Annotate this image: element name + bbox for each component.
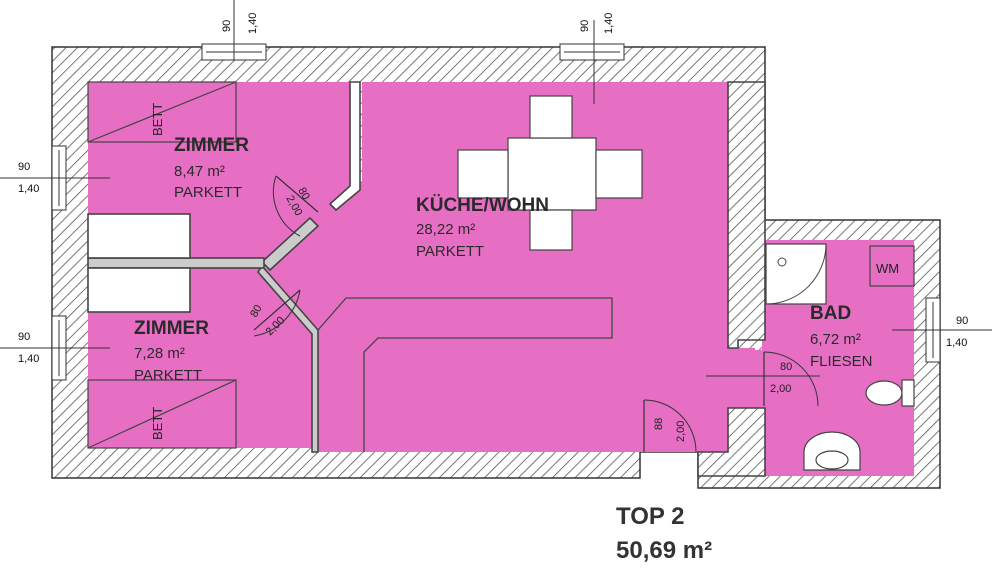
room-name-kueche-wohn: KÜCHE/WOHN xyxy=(416,195,549,216)
total-area: 50,69 m² xyxy=(616,537,712,564)
window-left-upper: 90 1,40 xyxy=(0,145,110,211)
door-bad: 80 2,00 xyxy=(706,351,820,407)
window-right-bad-height: 1,40 xyxy=(946,337,967,349)
shower xyxy=(765,243,827,305)
room-name-bad: BAD xyxy=(810,303,851,324)
bed-upper xyxy=(87,81,237,143)
bed-upper-label: BETT xyxy=(150,103,165,136)
room-floor-zimmer-lower: PARKETT xyxy=(134,367,202,384)
label-zimmer-upper: ZIMMER 8,47 m² PARKETT xyxy=(174,135,249,201)
window-top-left: 90 1,40 xyxy=(201,0,267,61)
room-area-zimmer-upper: 8,47 m² xyxy=(174,163,225,180)
washing-machine xyxy=(869,245,915,287)
label-zimmer-lower: ZIMMER 7,28 m² PARKETT xyxy=(134,318,209,384)
window-left-lower: 90 1,40 xyxy=(0,315,110,381)
door-bad-width: 80 xyxy=(780,361,792,373)
window-top-right-height: 1,40 xyxy=(603,13,615,34)
toilet xyxy=(865,379,915,407)
window-left-upper-width: 90 xyxy=(18,161,30,173)
interior-walls xyxy=(87,81,766,477)
door-entrance: 88 2,00 xyxy=(643,399,697,453)
window-left-lower-width: 90 xyxy=(18,331,30,343)
label-bad: BAD 6,72 m² FLIESEN xyxy=(810,303,873,370)
door-bad-height: 2,00 xyxy=(770,383,791,395)
window-right-bad-width: 90 xyxy=(956,315,968,327)
dining-table xyxy=(457,95,643,251)
bed-lower xyxy=(87,379,237,449)
window-left-upper-height: 1,40 xyxy=(18,183,39,195)
window-right-bad: 90 1,40 xyxy=(892,297,992,363)
window-top-left-height: 1,40 xyxy=(247,13,259,34)
room-floor-bad: FLIESEN xyxy=(810,353,873,370)
door-entrance-height: 2,00 xyxy=(675,421,687,442)
kitchen-counter xyxy=(317,297,613,452)
window-top-left-width: 90 xyxy=(221,20,233,32)
room-name-zimmer-lower: ZIMMER xyxy=(134,318,209,339)
label-kueche-wohn: KÜCHE/WOHN 28,22 m² PARKETT xyxy=(416,195,549,260)
door-zimmer-lower-width: 80 xyxy=(248,303,265,320)
room-area-zimmer-lower: 7,28 m² xyxy=(134,345,185,362)
sink xyxy=(803,431,861,471)
unit-label: TOP 2 xyxy=(616,503,684,530)
doorway-bad xyxy=(728,350,766,408)
room-area-kueche-wohn: 28,22 m² xyxy=(416,221,475,238)
washing-machine-label: WM xyxy=(876,261,899,276)
room-area-bad: 6,72 m² xyxy=(810,331,861,348)
door-entrance-width: 88 xyxy=(653,418,665,430)
room-floor-zimmer-upper: PARKETT xyxy=(174,184,242,201)
window-left-lower-height: 1,40 xyxy=(18,353,39,365)
door-zimmer-upper-width: 80 xyxy=(295,186,312,203)
room-floor-kueche-wohn: PARKETT xyxy=(416,243,484,260)
window-top-right-width: 90 xyxy=(579,20,591,32)
bed-lower-label: BETT xyxy=(150,407,165,440)
room-name-zimmer-upper: ZIMMER xyxy=(174,135,249,156)
window-top-right: 90 1,40 xyxy=(559,13,625,104)
